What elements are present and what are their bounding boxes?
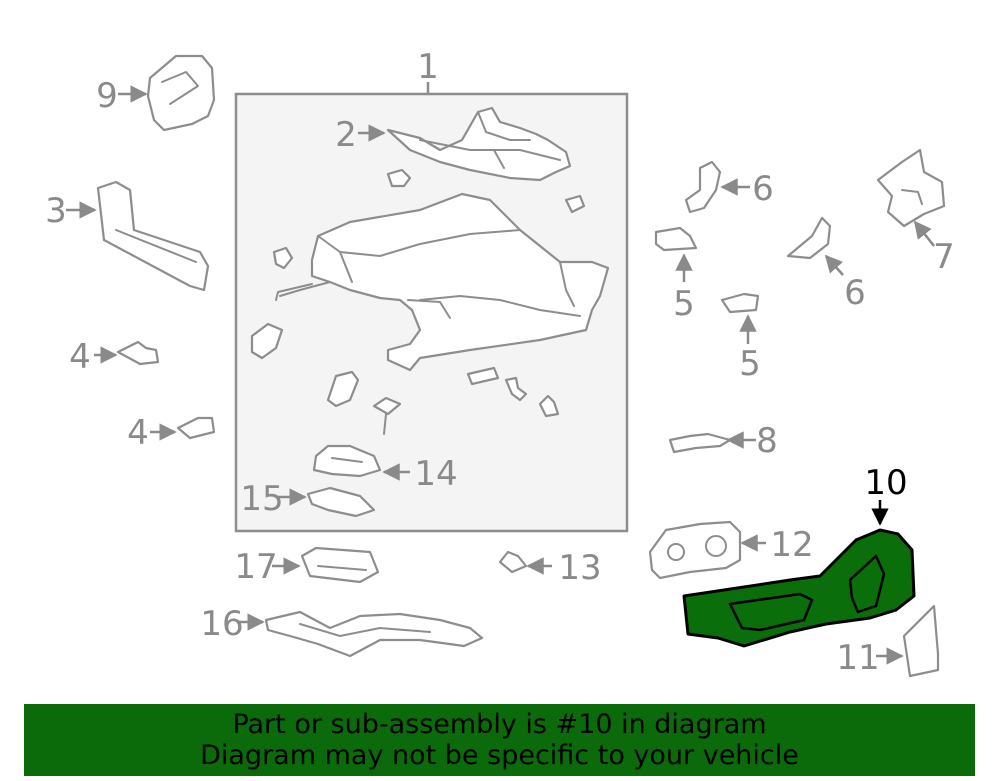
callout-1[interactable]: 1 bbox=[417, 47, 439, 87]
callout-2[interactable]: 2 bbox=[335, 115, 357, 155]
bolt-b bbox=[504, 376, 528, 402]
banner-line-2: Diagram may not be specific to your vehi… bbox=[200, 740, 799, 771]
seat-adjuster-frame bbox=[275, 192, 610, 372]
part-3-side-rail[interactable] bbox=[96, 180, 210, 292]
callout-4-lower[interactable]: 4 bbox=[127, 413, 149, 453]
part-7-recliner-bracket[interactable] bbox=[876, 148, 946, 228]
callout-11[interactable]: 11 bbox=[836, 638, 879, 678]
part-6-knob-upper[interactable] bbox=[684, 160, 722, 214]
callout-4-upper[interactable]: 4 bbox=[69, 337, 91, 377]
part-5-clip-upper[interactable] bbox=[654, 226, 698, 252]
small-clip-b bbox=[564, 194, 586, 214]
part-12-switch-assembly[interactable] bbox=[648, 520, 742, 580]
callout-5-upper[interactable]: 5 bbox=[673, 284, 695, 324]
callout-9[interactable]: 9 bbox=[96, 76, 118, 116]
part-4-clip-upper[interactable] bbox=[116, 340, 160, 366]
small-clip-a bbox=[386, 168, 412, 188]
nut-clip bbox=[538, 394, 560, 418]
callout-7[interactable]: 7 bbox=[933, 237, 955, 277]
part-5-clip-lower[interactable] bbox=[720, 292, 760, 314]
part-11-trim-cover[interactable] bbox=[902, 604, 940, 678]
part-8-wire-clip[interactable] bbox=[668, 432, 732, 454]
callout-6-upper[interactable]: 6 bbox=[752, 169, 774, 209]
callout-15[interactable]: 15 bbox=[240, 479, 283, 519]
bracket-small-mid bbox=[466, 366, 500, 386]
callout-12[interactable]: 12 bbox=[770, 525, 813, 565]
part-4-clip-lower[interactable] bbox=[176, 416, 216, 440]
small-clip-c bbox=[272, 246, 294, 270]
callout-5-lower[interactable]: 5 bbox=[739, 344, 761, 384]
part-6-knob-lower[interactable] bbox=[786, 216, 832, 260]
bolt-a bbox=[372, 396, 402, 435]
side-cover-small bbox=[250, 322, 284, 360]
callout-14[interactable]: 14 bbox=[414, 454, 457, 494]
part-15-harness-clamp[interactable] bbox=[306, 486, 376, 518]
part-14-switch-bracket[interactable] bbox=[312, 444, 382, 478]
part-info-banner: Part or sub-assembly is #10 in diagram D… bbox=[24, 704, 975, 776]
callout-3[interactable]: 3 bbox=[45, 191, 67, 231]
exploded-parts-diagram: 1 2 bbox=[45, 47, 955, 678]
callout-6-lower[interactable]: 6 bbox=[844, 273, 866, 313]
part-13-clip[interactable] bbox=[498, 550, 528, 574]
banner-line-1: Part or sub-assembly is #10 in diagram bbox=[232, 709, 767, 740]
part-2-track-bracket[interactable] bbox=[386, 106, 572, 182]
callout-8[interactable]: 8 bbox=[756, 421, 778, 461]
part-17-control-module[interactable] bbox=[300, 546, 380, 584]
callout-16[interactable]: 16 bbox=[200, 604, 243, 644]
callout-17[interactable]: 17 bbox=[234, 547, 277, 587]
part-10-seat-side-shield[interactable] bbox=[682, 528, 916, 648]
part-16-wire-harness[interactable] bbox=[264, 610, 484, 658]
part-9-recliner-cover[interactable] bbox=[146, 54, 216, 132]
callout-13[interactable]: 13 bbox=[558, 548, 601, 588]
callout-10[interactable]: 10 bbox=[864, 463, 907, 503]
lever-bracket bbox=[326, 370, 360, 408]
